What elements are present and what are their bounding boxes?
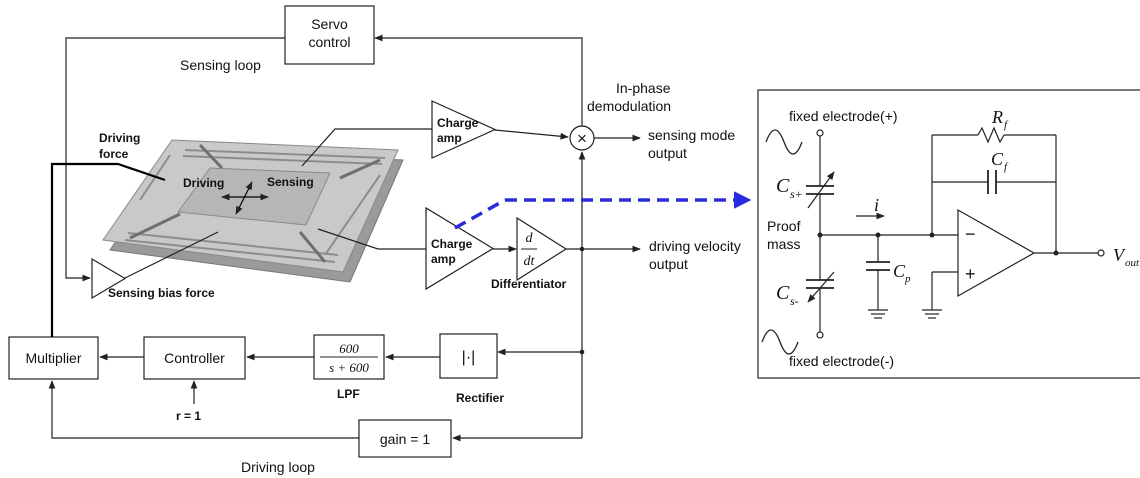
rf-sub: f — [1004, 119, 1009, 131]
readout-circuit: fixed electrode(+) fixed electrode(-) C … — [757, 89, 1140, 379]
vout-sub: out — [1125, 257, 1140, 269]
lpf-denominator: s + 600 — [329, 360, 369, 375]
diagram-labels: Sensing loop Driving loop In-phase demod… — [99, 57, 741, 475]
sensing-output-line2: output — [648, 145, 687, 161]
multiplier-label: Multiplier — [25, 350, 81, 366]
circuit-frame — [757, 89, 1140, 379]
driving-output-line1: driving velocity — [649, 238, 741, 254]
cp-sub: p — [904, 273, 911, 285]
driving-loop-label: Driving loop — [241, 459, 315, 475]
servo-label-line2: control — [308, 34, 350, 50]
charge-amp2-label-line1: Charge — [431, 237, 473, 251]
charge-amp-label-line2: amp — [437, 131, 462, 145]
inphase-label-line2: demodulation — [587, 98, 671, 114]
cs-minus-label: C — [776, 282, 790, 304]
rectifier-block: |·| — [439, 333, 498, 379]
charge-amp-sensing: Charge amp — [431, 100, 497, 159]
proof-mass-line2: mass — [767, 236, 800, 252]
diff-denominator: dt — [524, 254, 536, 269]
current-label: i — [874, 195, 879, 215]
lpf-block: 600 s + 600 — [313, 334, 385, 380]
cf-sub: f — [1004, 161, 1009, 173]
lpf-label: LPF — [337, 387, 360, 401]
cp-label: C — [893, 261, 906, 281]
servo-control-block: Servo control — [284, 5, 375, 65]
fixed-electrode-plus: fixed electrode(+) — [789, 108, 898, 124]
opamp-minus: − — [965, 224, 976, 244]
reference-label: r = 1 — [176, 409, 201, 423]
mixer-block: × — [569, 125, 595, 151]
cs-plus-sub: s+ — [790, 187, 803, 201]
chip-driving-label: Driving — [183, 176, 224, 190]
signal-wires — [48, 34, 752, 442]
diff-numerator: d — [526, 231, 534, 246]
inphase-label-line1: In-phase — [616, 80, 671, 96]
sine-source-top-icon — [765, 129, 803, 155]
sine-source-bottom-icon — [761, 329, 799, 355]
sensing-bias-amp — [91, 257, 127, 300]
sensing-bias-force-label: Sensing bias force — [108, 286, 215, 300]
rf-label: R — [991, 107, 1003, 127]
cs-plus-label: C — [776, 175, 790, 197]
fixed-electrode-minus: fixed electrode(-) — [789, 353, 894, 369]
rectifier-symbol: |·| — [462, 349, 476, 366]
driving-output-line2: output — [649, 256, 688, 272]
driving-force-line2: force — [99, 147, 129, 161]
vout-label: V — [1113, 245, 1126, 265]
multiplier-block: Multiplier — [8, 336, 99, 380]
sensing-loop-label: Sensing loop — [180, 57, 261, 73]
cf-label: C — [991, 149, 1004, 169]
driving-force-line1: Driving — [99, 131, 140, 145]
gain-block: gain = 1 — [358, 419, 452, 458]
charge-amp-label-line1: Charge — [437, 116, 479, 130]
sensing-output-line1: sensing mode — [648, 127, 735, 143]
proof-mass-line1: Proof — [767, 218, 801, 234]
charge-amp2-label-line2: amp — [431, 252, 456, 266]
controller-block: Controller — [143, 336, 246, 380]
opamp-plus: + — [965, 264, 976, 284]
charge-amp-driving: Charge amp — [425, 206, 495, 291]
cs-minus-sub: s- — [790, 294, 799, 308]
rectifier-label: Rectifier — [456, 391, 504, 405]
differentiator-label: Differentiator — [491, 277, 567, 291]
lpf-numerator: 600 — [339, 341, 359, 356]
gain-label: gain = 1 — [380, 431, 430, 447]
servo-label-line1: Servo — [311, 16, 348, 32]
controller-label: Controller — [164, 350, 225, 366]
differentiator-block: d dt — [516, 216, 568, 282]
mems-gyroscope-chip — [102, 139, 404, 283]
mixer-symbol: × — [577, 129, 587, 148]
chip-sensing-label: Sensing — [267, 175, 314, 189]
